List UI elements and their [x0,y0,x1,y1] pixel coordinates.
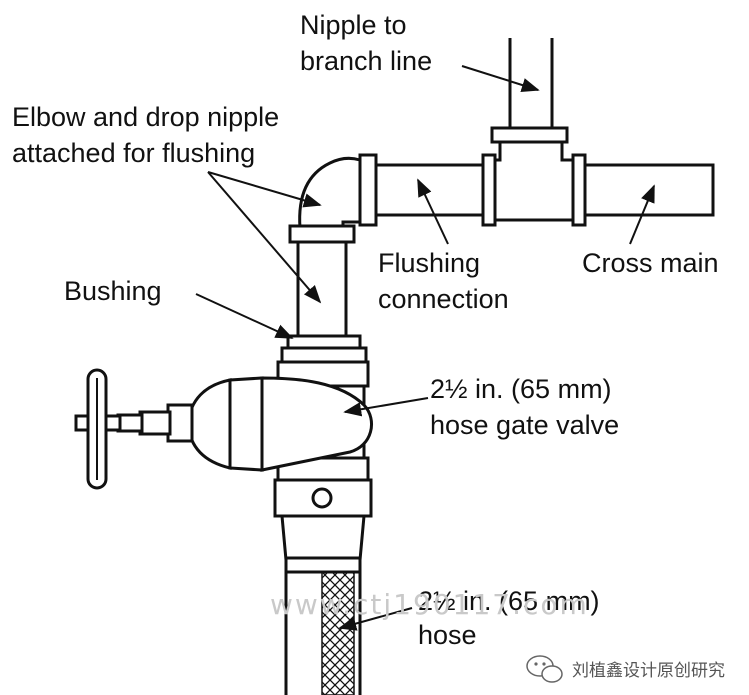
label-valve-line2: hose gate valve [430,410,619,440]
arrow-flushing-connection [417,178,449,245]
label-hose-line1: 2½ in. (65 mm) [418,586,600,616]
label-elbow-line1: Elbow and drop nipple [12,102,279,132]
watermarks: www.ctj190117.com 刘植鑫设计原创研究 [270,588,725,683]
label-hose-line2: hose [418,620,477,650]
label-elbow-line2: attached for flushing [12,138,255,168]
hose [284,571,362,695]
drop-nipple [296,240,348,339]
label-nipple-line2: branch line [300,46,432,76]
watermark-url: www.ctj190117.com [270,588,589,621]
watermark-brand: 刘植鑫设计原创研究 [572,661,725,681]
arrow-gate-valve [343,397,429,417]
label-valve-line1: 2½ in. (65 mm) [430,374,612,404]
gate-valve [74,360,373,490]
arrow-drop-nipple [207,171,322,304]
arrow-hose [338,607,413,631]
label-flushing-line2: connection [378,284,509,314]
arrow-bushing [195,293,294,339]
flushing-flange [358,153,378,227]
diagram-labels: Nipple to branch line Elbow and drop nip… [12,10,719,650]
label-flushing-line1: Flushing [378,248,480,278]
tee-fitting [481,126,587,227]
label-cross-main: Cross main [582,248,719,278]
arrow-elbow [207,171,322,208]
wechat-icon [526,655,563,683]
arrow-cross-main [629,184,655,245]
arrow-branch-nipple [461,65,540,92]
elbow-fitting [288,156,362,244]
leader-arrows [195,65,655,631]
label-bushing: Bushing [64,276,162,306]
branch-nipple [508,38,554,130]
hose-coupling [273,478,373,574]
label-nipple-line1: Nipple to [300,10,407,40]
bushing [280,334,368,364]
